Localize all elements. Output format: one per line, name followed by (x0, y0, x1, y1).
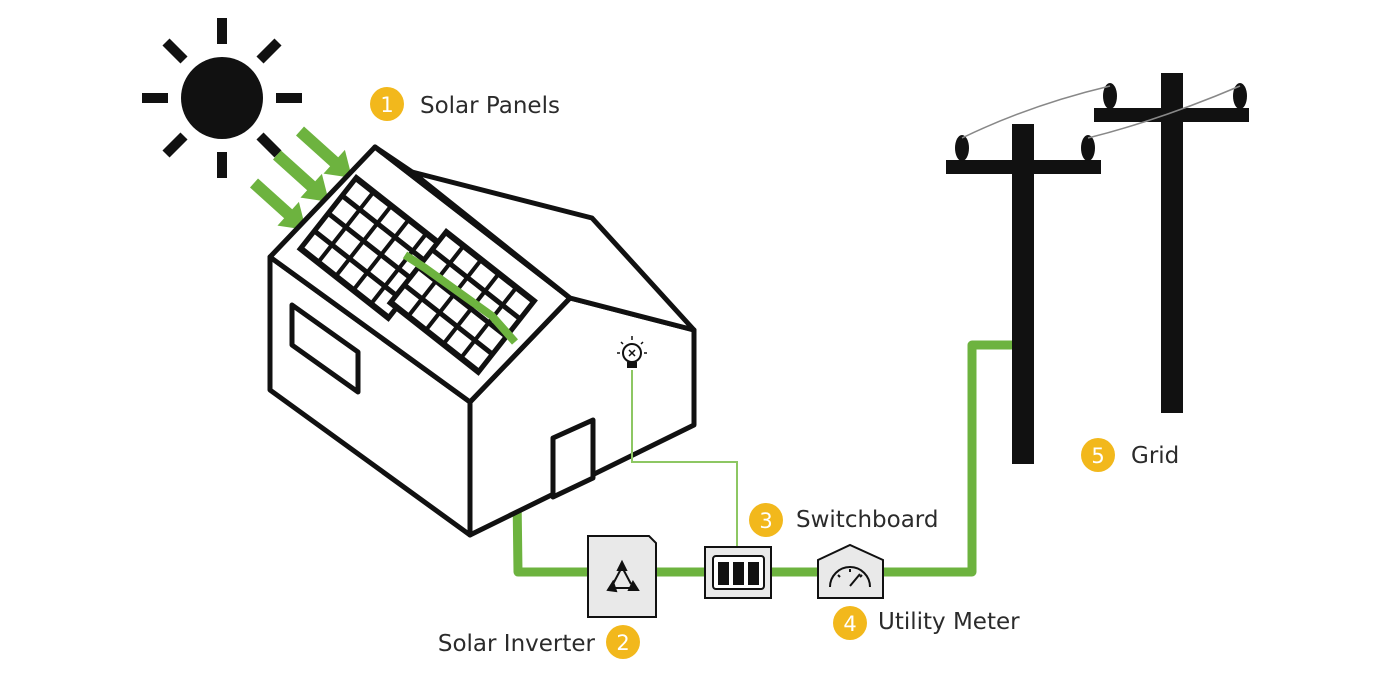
light-wire (631, 370, 738, 548)
gauge-icon (829, 566, 871, 588)
solar-inverter (587, 535, 657, 618)
label-solar-panels: 1 Solar Panels (370, 87, 560, 121)
badge-number: 3 (759, 509, 772, 533)
component-label: Switchboard (796, 507, 938, 533)
badge-number: 2 (616, 631, 629, 655)
badge-number: 4 (843, 612, 856, 636)
label-grid: 5 Grid (1081, 438, 1179, 472)
badge-3 (749, 503, 783, 537)
panel-connector (402, 251, 518, 345)
badge-4 (833, 606, 867, 640)
utility-pole-icon (946, 73, 1249, 464)
component-label: Solar Inverter (438, 631, 596, 657)
label-solar-inverter: Solar Inverter 2 (438, 625, 640, 659)
lightbulb-icon (617, 336, 647, 368)
badge-2 (606, 625, 640, 659)
badge-5 (1081, 438, 1115, 472)
recycle-icon (606, 559, 640, 593)
sun-icon (142, 18, 302, 178)
sunlight-arrows (249, 126, 353, 230)
badge-number: 5 (1091, 444, 1104, 468)
arrow-icon (272, 150, 330, 202)
badge-number: 1 (380, 93, 393, 117)
label-utility-meter: 4 Utility Meter (833, 606, 1020, 640)
badge-1 (370, 87, 404, 121)
component-label: Utility Meter (878, 609, 1020, 635)
component-label: Grid (1131, 443, 1179, 469)
switchboard-icon (712, 555, 765, 590)
utility-meter (817, 543, 884, 599)
arrow-icon (295, 126, 353, 178)
label-switchboard: 3 Switchboard (749, 503, 938, 537)
arrow-icon (249, 178, 307, 230)
switchboard (704, 546, 772, 599)
component-label: Solar Panels (420, 93, 560, 119)
